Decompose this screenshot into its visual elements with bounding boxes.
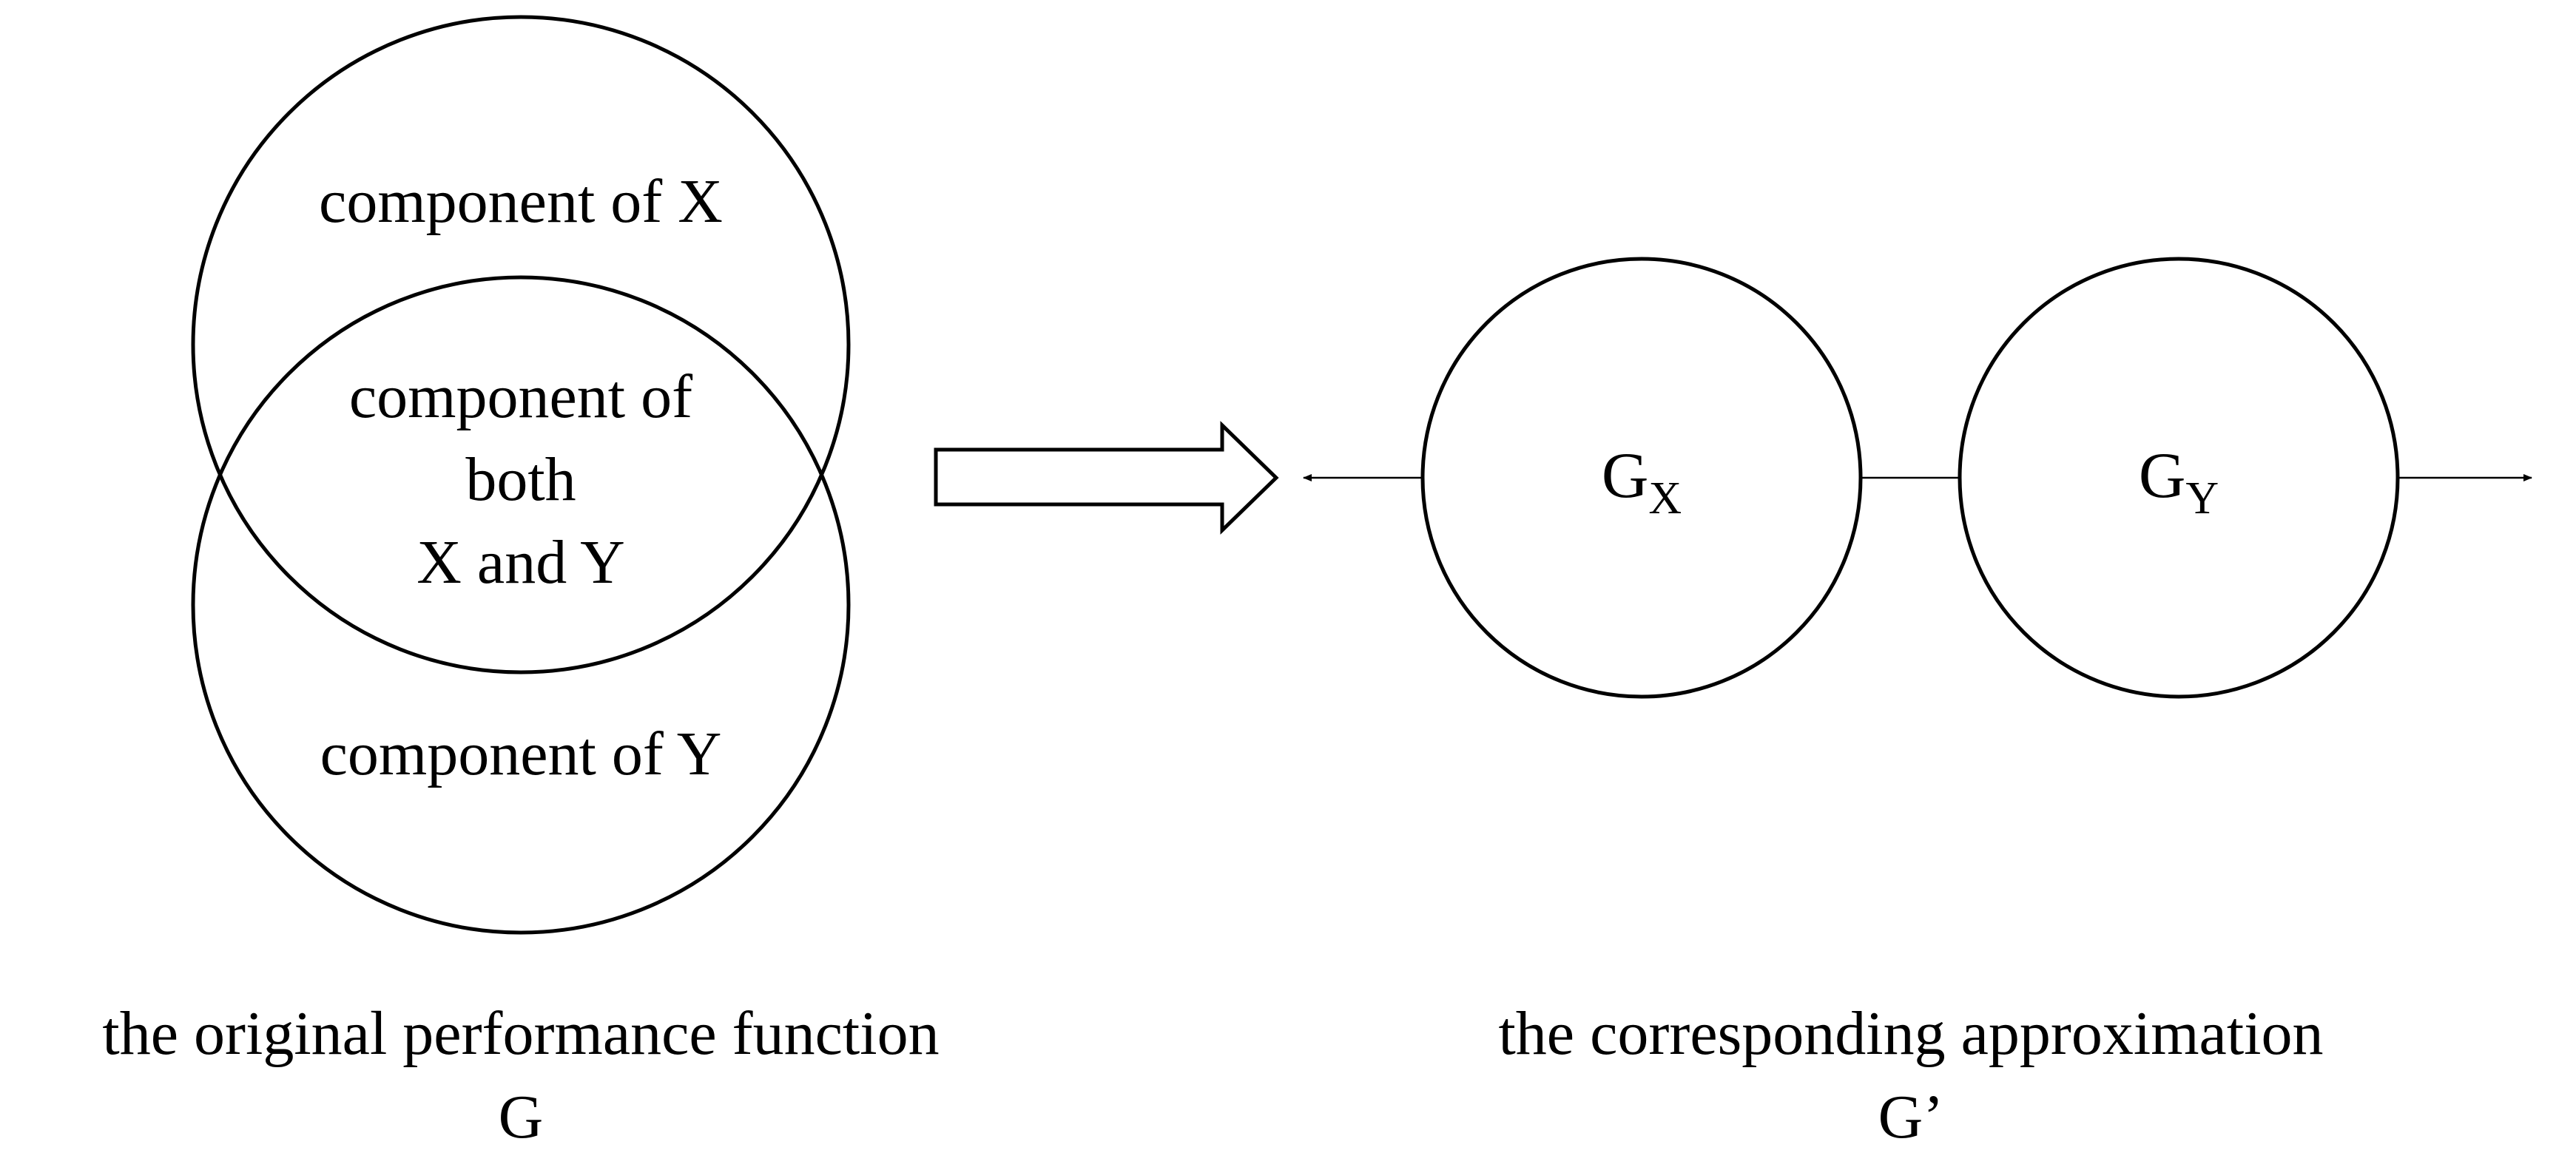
transform-arrow [934, 421, 1279, 535]
caption-right-line2: G’ [1878, 1083, 1944, 1152]
caption-left-line2: G [499, 1083, 544, 1152]
label-overlap-line1: component of [349, 362, 692, 431]
caption-left-line1: the original performance function [102, 999, 939, 1068]
label-component-x: component of X [319, 167, 723, 236]
label-overlap-line2: both [465, 445, 576, 514]
venn-diagram: component of X component of both X and Y… [191, 15, 851, 935]
circle-x [191, 15, 851, 674]
node-gx-label: GX [1602, 440, 1682, 524]
label-component-y: component of Y [320, 720, 722, 788]
node-gy-label: GY [2139, 440, 2219, 524]
circle-y [191, 275, 851, 935]
label-overlap-line3: X and Y [417, 528, 625, 597]
caption-right-line1: the corresponding approximation [1498, 999, 2323, 1068]
series-diagram: GX GY [1303, 257, 2532, 699]
